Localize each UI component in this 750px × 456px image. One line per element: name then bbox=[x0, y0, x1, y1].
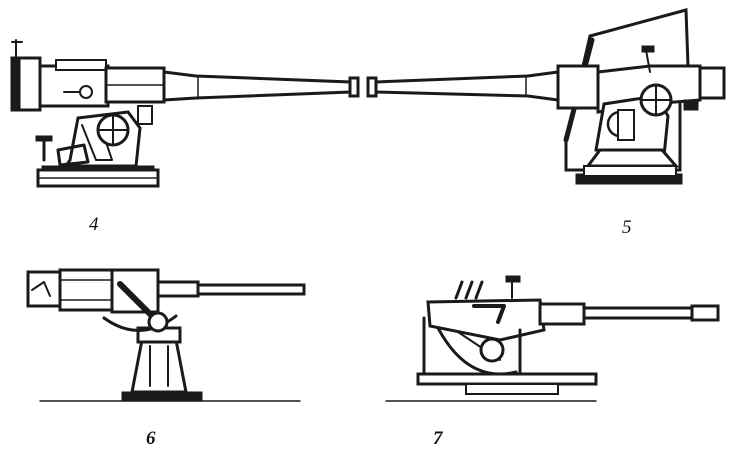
figure-label-4: 4 bbox=[89, 214, 99, 235]
gun-mount-4-drawing bbox=[10, 39, 360, 188]
figure-label-7: 7 bbox=[433, 428, 443, 449]
gun-mount-7-drawing bbox=[385, 275, 720, 402]
gun-mount-5-drawing bbox=[366, 8, 726, 185]
gun-mount-6-drawing bbox=[26, 268, 306, 402]
figure-label-6: 6 bbox=[146, 428, 156, 449]
figure-label-5: 5 bbox=[622, 217, 632, 238]
